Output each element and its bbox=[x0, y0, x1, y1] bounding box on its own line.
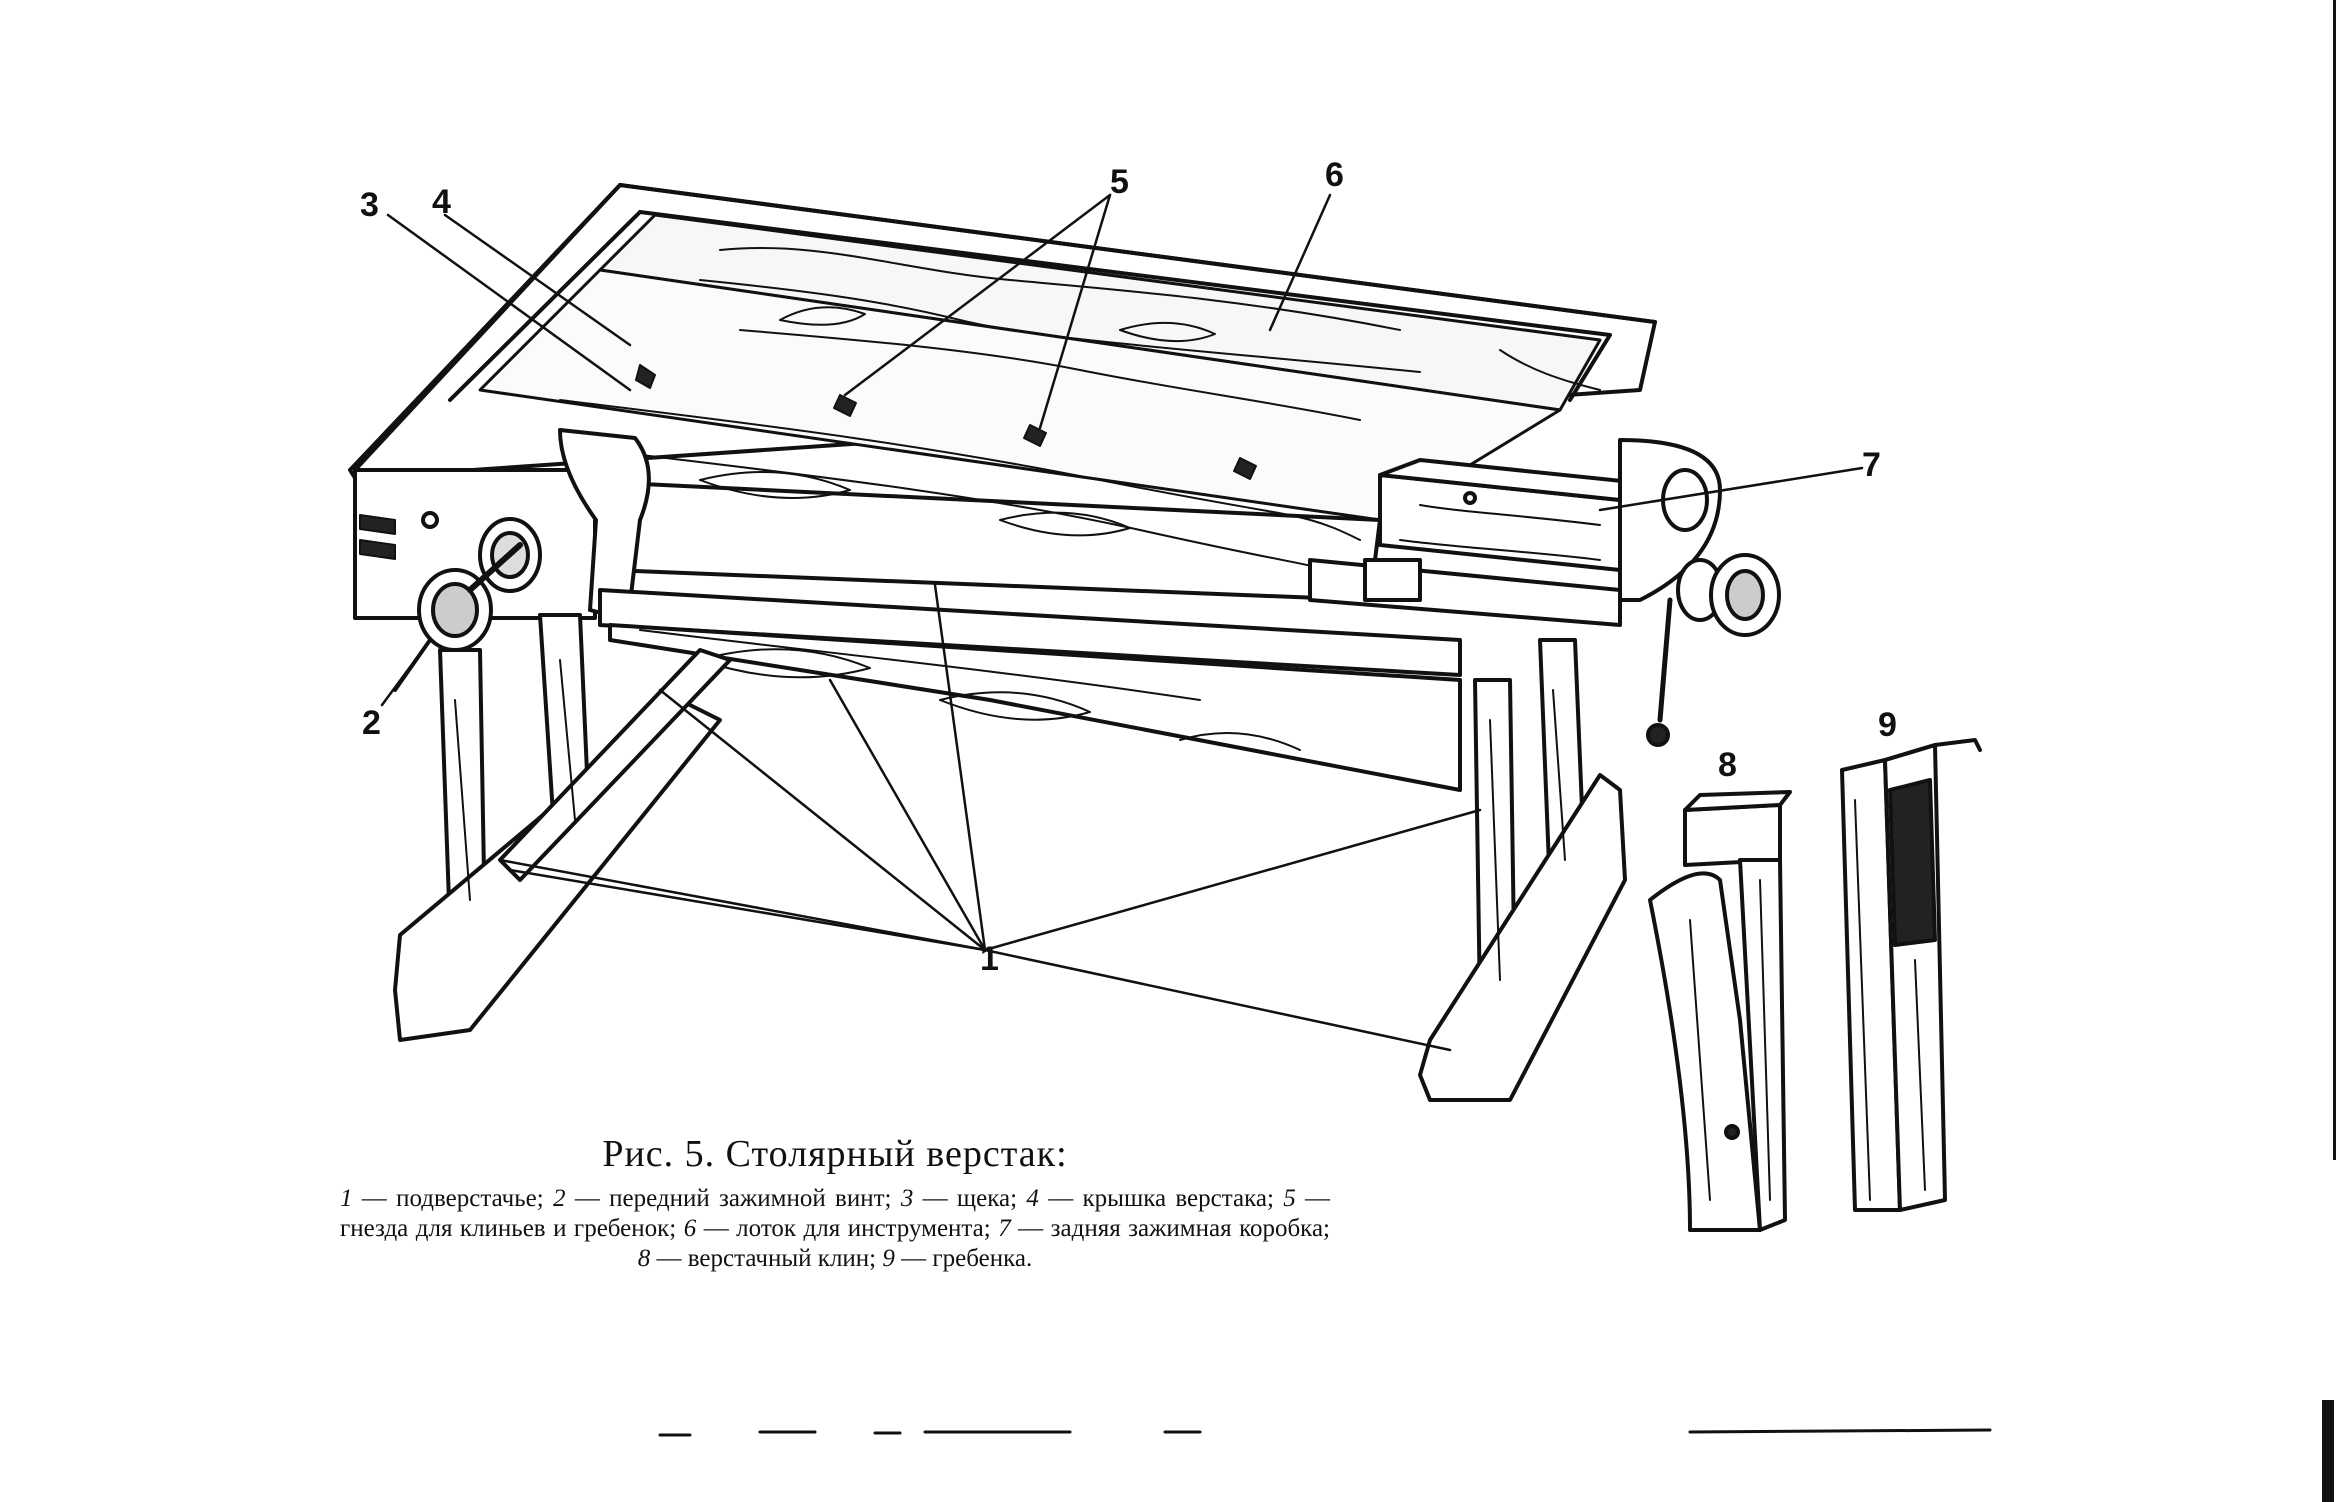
legend-text: — лоток для инструмента; bbox=[696, 1215, 999, 1242]
callout-8: 8 bbox=[1718, 746, 1737, 784]
legend-num: 5 bbox=[1283, 1185, 1296, 1212]
front-vise bbox=[353, 428, 651, 692]
callout-4: 4 bbox=[432, 183, 451, 221]
legend-num: 6 bbox=[683, 1215, 697, 1242]
legend-text: — крышка верстака; bbox=[1038, 1185, 1284, 1212]
legend-num: 4 bbox=[1026, 1185, 1039, 1212]
legend-num: 2 bbox=[553, 1185, 566, 1212]
legend-num: 3 bbox=[900, 1185, 914, 1212]
legend-num: 7 bbox=[998, 1215, 1011, 1242]
figure-caption: Рис. 5. Столярный верстак: 1 — подверста… bbox=[340, 1132, 1330, 1274]
callout-3: 3 bbox=[360, 186, 379, 224]
callout-7: 7 bbox=[1862, 446, 1881, 484]
legend-text: — подверстачье; bbox=[352, 1185, 554, 1212]
legend-text: — задняя зажимная коробка; bbox=[1010, 1215, 1330, 1242]
legend-num: 1 bbox=[340, 1185, 353, 1212]
callout-leader-lines bbox=[380, 193, 1864, 1052]
callout-2: 2 bbox=[362, 704, 381, 742]
bench-dog bbox=[1840, 738, 1982, 1212]
callout-1: 1 bbox=[980, 940, 999, 978]
scan-marks bbox=[658, 1428, 1992, 1437]
bench-wedge bbox=[1648, 790, 1792, 1232]
scan-edge-line bbox=[2333, 0, 2336, 1160]
under-bench-frame bbox=[393, 588, 1627, 1102]
front-clamp-screw bbox=[393, 517, 542, 692]
legend-text: — гнезда для клиньев и гребенок; bbox=[340, 1185, 1331, 1242]
caption-title: Рис. 5. Столярный верстак: bbox=[602, 1133, 1068, 1175]
legend-text: — передний зажимной винт; bbox=[565, 1185, 901, 1212]
callout-5: 5 bbox=[1110, 163, 1129, 201]
legend-text: — щека; bbox=[913, 1185, 1027, 1212]
callout-6: 6 bbox=[1325, 156, 1344, 194]
scan-edge-bar bbox=[2322, 1400, 2334, 1502]
callout-9: 9 bbox=[1878, 706, 1897, 744]
legend-text: — верстачный клин; bbox=[650, 1245, 883, 1272]
caption-legend: 1 — подверстачье; 2 — передний зажимной … bbox=[340, 1184, 1330, 1274]
legend-num: 9 bbox=[882, 1245, 895, 1272]
legend-text: — гребенка. bbox=[894, 1245, 1033, 1272]
legend-num: 8 bbox=[637, 1245, 651, 1272]
rear-clamp-box bbox=[1308, 438, 1781, 747]
